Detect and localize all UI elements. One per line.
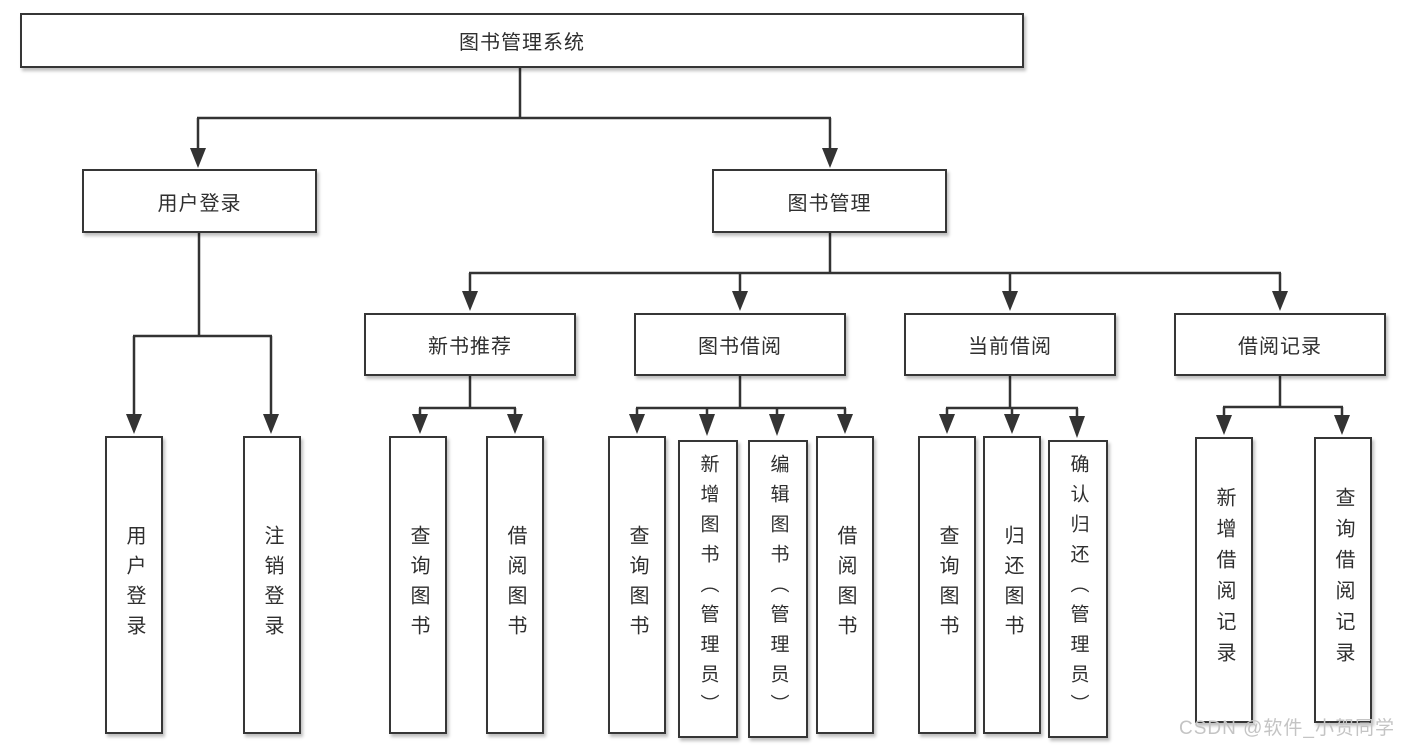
- node-root-label: 图书管理系统: [459, 32, 585, 54]
- leaf-add-books-admin: 新增图书（管理员）: [678, 440, 738, 738]
- node-book-management-label: 图书管理: [787, 192, 872, 215]
- leaf-logout-label: 注销登录: [261, 525, 283, 645]
- csdn-watermark: CSDN @软件_小贺同学: [1179, 718, 1395, 739]
- leaf-label: 新增借阅记录: [1213, 487, 1235, 673]
- leaf-user-login-label: 用户登录: [123, 525, 145, 645]
- node-book-management: 图书管理: [712, 169, 947, 233]
- leaf-borrow-books: 借阅图书: [816, 436, 874, 734]
- leaf-label: 借阅图书: [504, 525, 526, 645]
- node-book-borrow-label: 图书借阅: [698, 336, 782, 358]
- node-borrow-records-label: 借阅记录: [1238, 336, 1322, 358]
- leaf-query-books-current: 查询图书: [918, 436, 976, 734]
- leaf-label: 查询图书: [407, 525, 429, 645]
- leaf-label: 借阅图书: [834, 525, 856, 645]
- leaf-query-books-borrow: 查询图书: [608, 436, 666, 734]
- node-current-borrow-label: 当前借阅: [968, 336, 1052, 358]
- leaf-query-borrow-record: 查询借阅记录: [1314, 437, 1372, 723]
- leaf-label: 查询图书: [936, 525, 958, 645]
- leaf-logout: 注销登录: [243, 436, 301, 734]
- leaf-add-borrow-record: 新增借阅记录: [1195, 437, 1253, 723]
- node-current-borrow: 当前借阅: [904, 313, 1116, 376]
- node-borrow-records: 借阅记录: [1174, 313, 1386, 376]
- leaf-user-login: 用户登录: [105, 436, 163, 734]
- leaf-return-books: 归还图书: [983, 436, 1041, 734]
- leaf-label: 查询借阅记录: [1332, 487, 1354, 673]
- leaf-edit-books-admin: 编辑图书（管理员）: [748, 440, 808, 738]
- leaf-label: 新增图书（管理员）: [697, 454, 719, 724]
- leaf-confirm-return-admin: 确认归还（管理员）: [1048, 440, 1108, 738]
- node-new-book-recommend-label: 新书推荐: [428, 336, 512, 358]
- leaf-query-books-recommend: 查询图书: [389, 436, 447, 734]
- node-new-book-recommend: 新书推荐: [364, 313, 576, 376]
- leaf-label: 确认归还（管理员）: [1067, 454, 1089, 724]
- leaf-label: 查询图书: [626, 525, 648, 645]
- node-book-borrow: 图书借阅: [634, 313, 846, 376]
- leaf-borrow-books-recommend: 借阅图书: [486, 436, 544, 734]
- leaf-label: 归还图书: [1001, 525, 1023, 645]
- leaf-label: 编辑图书（管理员）: [767, 454, 789, 724]
- node-root: 图书管理系统: [20, 13, 1024, 68]
- node-user-login: 用户登录: [82, 169, 317, 233]
- node-user-login-label: 用户登录: [157, 192, 242, 215]
